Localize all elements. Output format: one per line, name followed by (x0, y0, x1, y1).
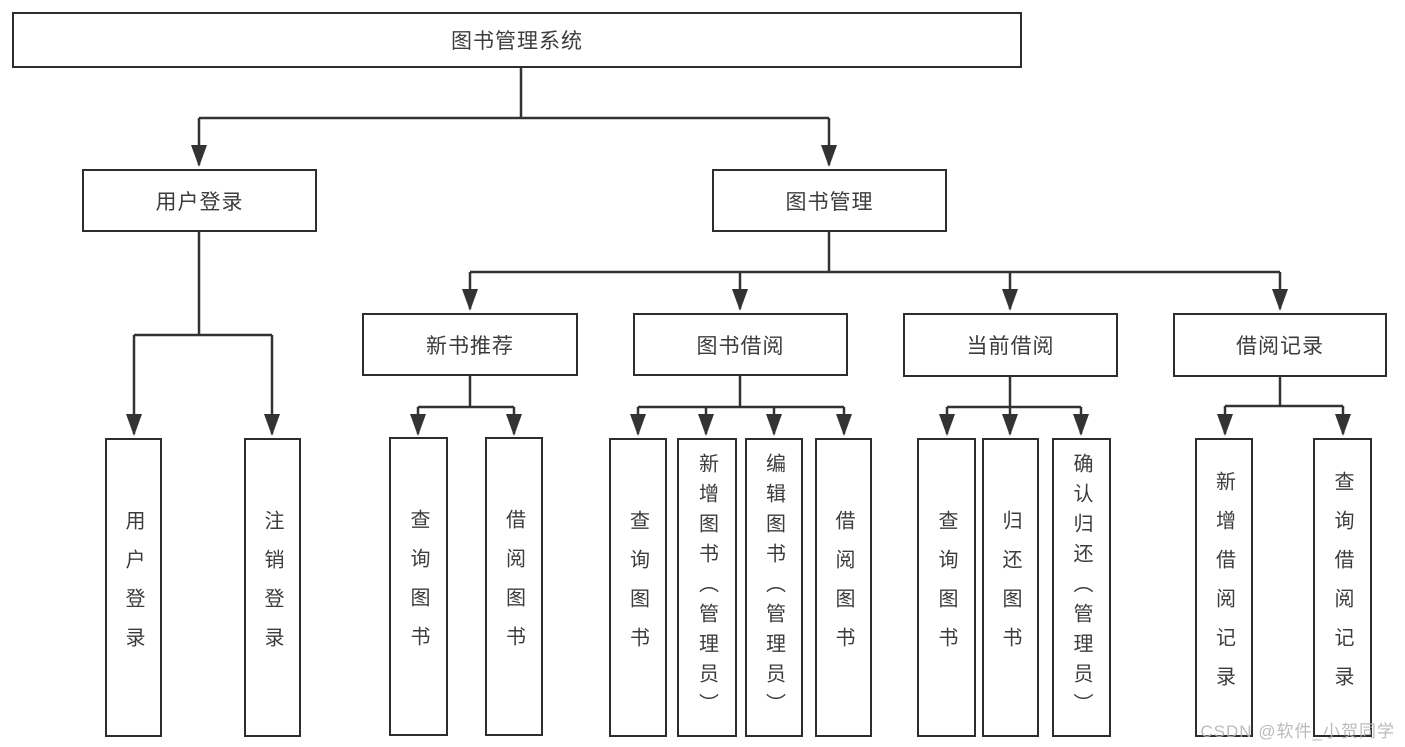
node-root-label: 图书管理系统 (451, 30, 583, 53)
leaf-user-login-label: 用户登录 (122, 509, 144, 666)
leaf-query-borrow-record-label: 查询借阅记录 (1331, 470, 1353, 705)
node-book-borrow-label: 图书借阅 (696, 334, 785, 358)
leaf-logout: 注销登录 (244, 438, 301, 737)
edges-user-login (126, 232, 280, 436)
leaf-confirm-return: 确认归还（管理员） (1052, 438, 1111, 737)
leaf-query-books-1-label: 查询图书 (407, 508, 429, 665)
leaf-borrow-books-2-label: 借阅图书 (832, 509, 854, 666)
node-new-book-recommend: 新书推荐 (362, 313, 578, 376)
node-root: 图书管理系统 (12, 12, 1022, 68)
leaf-add-borrow-record: 新增借阅记录 (1195, 438, 1253, 737)
edges-book-management (462, 232, 1288, 311)
edges-book-borrow (630, 376, 852, 436)
node-current-borrow-label: 当前借阅 (966, 335, 1055, 358)
leaf-query-books-1: 查询图书 (389, 437, 448, 736)
node-book-borrow: 图书借阅 (633, 313, 848, 376)
node-current-borrow: 当前借阅 (903, 313, 1118, 377)
node-user-login: 用户登录 (82, 169, 317, 232)
leaf-confirm-return-label: 确认归还（管理员） (1070, 452, 1092, 723)
leaf-borrow-books-2: 借阅图书 (815, 438, 872, 737)
leaf-add-books-admin: 新增图书（管理员） (677, 438, 737, 737)
leaf-user-login: 用户登录 (105, 438, 162, 737)
node-borrow-records: 借阅记录 (1173, 313, 1387, 377)
leaf-logout-label: 注销登录 (261, 509, 283, 666)
node-book-management: 图书管理 (712, 169, 947, 232)
edges-root-to-level2 (191, 68, 837, 167)
leaf-query-books-2: 查询图书 (609, 438, 667, 737)
leaf-return-books: 归还图书 (982, 438, 1039, 737)
leaf-query-books-2-label: 查询图书 (626, 509, 649, 666)
leaf-query-books-3: 查询图书 (917, 438, 976, 737)
leaf-return-books-label: 归还图书 (999, 509, 1021, 666)
edges-new-book-recommend (410, 376, 522, 436)
leaf-edit-books-admin: 编辑图书（管理员） (745, 438, 803, 737)
node-book-management-label: 图书管理 (785, 190, 874, 214)
leaf-add-books-admin-label: 新增图书（管理员） (695, 452, 718, 723)
leaf-query-borrow-record: 查询借阅记录 (1313, 438, 1372, 737)
edges-current-borrow (939, 377, 1089, 436)
node-user-login-label: 用户登录 (155, 190, 244, 214)
leaf-query-books-3-label: 查询图书 (935, 509, 957, 666)
leaf-add-borrow-record-label: 新增借阅记录 (1212, 470, 1235, 705)
edges-borrow-records (1217, 377, 1351, 436)
csdn-watermark: CSDN @软件_小贺同学 (1200, 722, 1395, 741)
leaf-borrow-books-1: 借阅图书 (485, 437, 543, 736)
node-borrow-records-label: 借阅记录 (1236, 335, 1324, 358)
leaf-borrow-books-1-label: 借阅图书 (502, 508, 525, 665)
leaf-edit-books-admin-label: 编辑图书（管理员） (762, 452, 785, 723)
node-new-book-recommend-label: 新书推荐 (426, 334, 514, 358)
